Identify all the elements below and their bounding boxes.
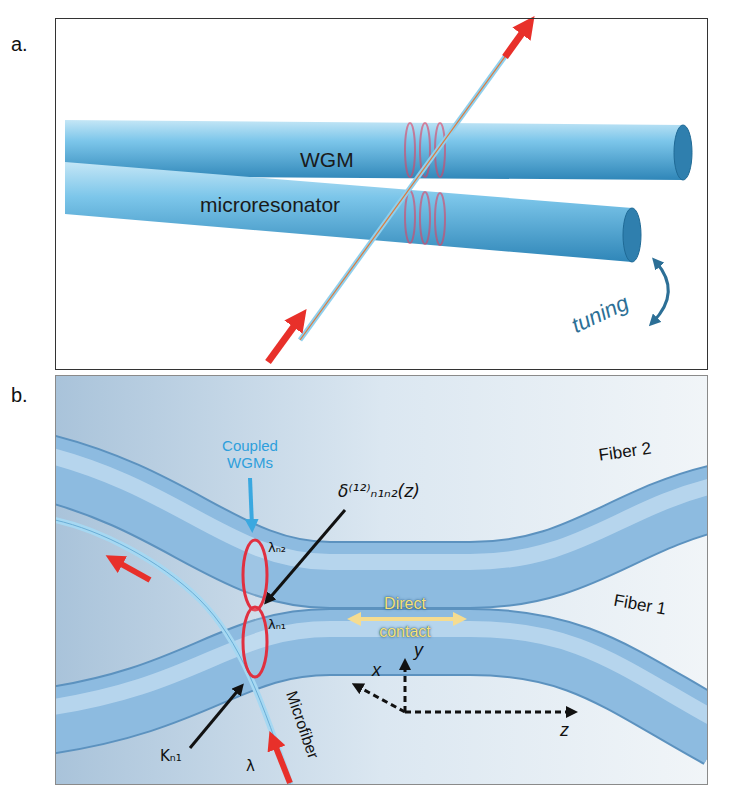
axis-label: y	[414, 640, 423, 661]
fiber-end	[623, 208, 641, 262]
tuning-label: tuning	[567, 290, 632, 338]
wavelength-label: λ	[246, 758, 255, 775]
panel-letter: a.	[11, 33, 28, 56]
input-arrow	[268, 318, 300, 362]
part-label: microresonator	[200, 193, 340, 217]
tuning-arrow	[653, 262, 668, 322]
output-arrow	[114, 560, 150, 580]
pointer-arrow	[268, 510, 345, 600]
symbol-label: δ⁽¹²⁾ₙ₁ₙ₂(z)	[338, 482, 420, 502]
wgm-ring	[243, 607, 267, 677]
callout-label: Coupled WGMs	[210, 437, 290, 472]
fiber-1	[55, 629, 708, 735]
contact-arrow	[354, 617, 460, 621]
part-label: WGM	[300, 148, 354, 172]
microfiber	[55, 520, 292, 785]
wgm-ring	[243, 540, 267, 610]
wavelength-label: λₙ₁	[268, 618, 286, 633]
panel-b-figure	[55, 375, 708, 785]
panel-letter: b.	[11, 384, 28, 407]
fiber-end	[674, 125, 692, 180]
lower-fiber	[65, 162, 632, 262]
axis-label: x	[372, 660, 381, 681]
panel-frame: b.	[55, 375, 708, 785]
axis-label: z	[560, 720, 569, 741]
microfiber	[300, 22, 530, 340]
axes	[357, 664, 572, 712]
pointer-arrow	[250, 478, 252, 526]
wavelength-label: λₙ₂	[268, 541, 286, 556]
pointer-arrow	[190, 688, 240, 748]
microfiber-edge	[55, 520, 292, 785]
input-arrow	[273, 740, 290, 783]
panel-a-figure	[65, 22, 692, 362]
output-arrow	[505, 25, 528, 57]
fiber-2	[55, 453, 708, 575]
microfiber-core	[300, 22, 530, 340]
wgm-rings	[405, 191, 445, 245]
symbol-label: Kₙ₁	[160, 748, 182, 765]
contact-label: Direct contact	[370, 590, 440, 646]
